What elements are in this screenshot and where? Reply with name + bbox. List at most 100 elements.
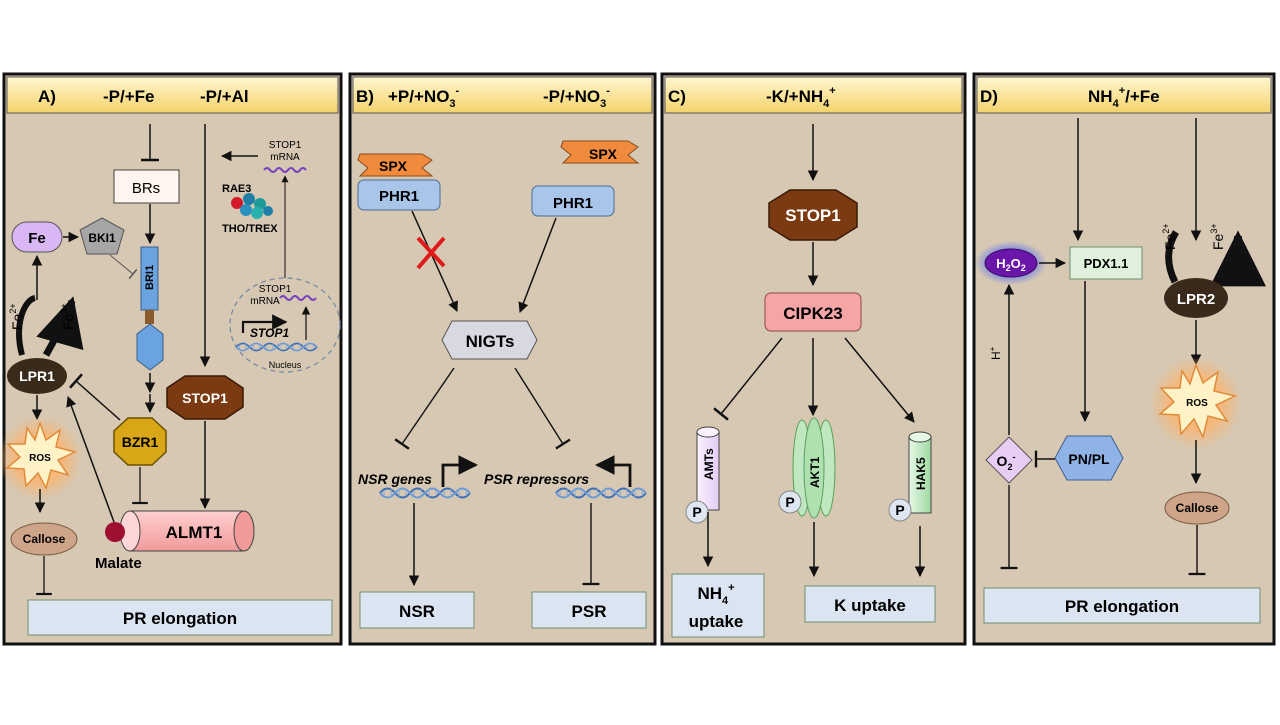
pnpl-hexagon — [1054, 435, 1124, 481]
ros-label: ROS — [1186, 398, 1208, 409]
transcription-arrow — [441, 455, 478, 487]
cipk23-box — [764, 292, 862, 332]
panel-b-header — [352, 76, 653, 114]
tho-trex-protein — [251, 207, 263, 219]
tho-trex-protein — [240, 204, 252, 216]
panel-a-header — [6, 76, 339, 114]
fe2-curve — [1165, 230, 1180, 284]
panel-d: D) NH4+/+Fe H2O2 PDX1.1 Fe2+ Fe3+ LPR2 R… — [972, 72, 1276, 646]
lpr1-label: LPR1 — [19, 368, 55, 384]
uptake-label: uptake — [689, 612, 744, 631]
h-plus-label: H+ — [988, 346, 1003, 360]
panel-d-letter: D) — [980, 87, 998, 106]
stop1-label: STOP1 — [182, 390, 228, 406]
stop1-label: STOP1 — [785, 206, 840, 225]
o2-label: O2- — [997, 452, 1016, 472]
fe2-text: Fe2+ — [1161, 223, 1178, 250]
nucleus-outline — [229, 277, 341, 373]
spx-left — [357, 153, 434, 177]
tho-trex-protein — [243, 193, 255, 205]
spx-right-label: SPX — [589, 146, 618, 162]
bri1-label: BRI1 — [144, 265, 156, 290]
inhibition-arrow — [514, 367, 571, 450]
k-uptake-label: K uptake — [834, 596, 906, 615]
pnpl-label: PN/PL — [1068, 451, 1110, 467]
callose-ellipse — [10, 522, 78, 556]
fe2-text: Fe2+ — [8, 303, 25, 330]
pdx-box — [1069, 246, 1143, 280]
bzr1-label: BZR1 — [122, 434, 159, 450]
ros-star — [5, 420, 78, 491]
amts-cylinder-top — [696, 426, 720, 438]
fe3-text: Fe3+ — [1209, 223, 1226, 250]
phr1-right — [531, 185, 615, 217]
rae3-protein — [231, 197, 243, 209]
phospho-label: P — [692, 504, 701, 520]
activation-arrow — [844, 337, 915, 423]
psr-label: PSR — [572, 602, 607, 621]
transcription-arrow — [595, 455, 632, 487]
lpr1-ellipse — [7, 358, 67, 394]
fe-label: Fe — [28, 230, 46, 247]
psr-repressors-label: PSR repressors — [484, 471, 589, 487]
nucleus-mrna-label-2: mRNA — [250, 296, 280, 307]
panel-c: C) -K/+NH4+ STOP1 CIPK23 AMTs P AKT1 P H… — [660, 72, 967, 646]
panel-b-letter: B) — [356, 87, 374, 106]
phospho-marker — [888, 498, 912, 522]
panel-c-condition: -K/+NH4+ — [766, 85, 836, 110]
psr-box — [531, 591, 647, 629]
o2-diamond — [985, 436, 1033, 484]
fe2-curve — [16, 295, 37, 356]
nsr-box — [359, 591, 475, 629]
mrna-strand — [263, 167, 307, 173]
pr-elongation-label: PR elongation — [123, 609, 237, 628]
transcription-arrow — [241, 314, 288, 333]
brs-box — [113, 169, 180, 204]
nsr-genes-label: NSR genes — [358, 471, 432, 487]
tho-trex-label: THO/TREX — [222, 223, 278, 235]
stop1-octagon — [768, 189, 858, 241]
panel-b-condition-2: -P/+NO3- — [543, 85, 610, 110]
almt1-cylinder-end — [233, 510, 255, 552]
nh4-uptake-box — [671, 573, 765, 638]
callose-label: Callose — [1176, 501, 1219, 515]
mrna-top-label-2: mRNA — [270, 152, 300, 163]
phospho-label: P — [785, 494, 794, 510]
block-cross — [416, 236, 446, 270]
phr1-right-label: PHR1 — [553, 195, 593, 212]
pdx-label: PDX1.1 — [1084, 256, 1129, 271]
phr1-left-label: PHR1 — [379, 188, 419, 205]
brs-label: BRs — [132, 180, 160, 197]
nucleus-mrna-label-1: STOP1 — [259, 284, 292, 295]
lpr2-ellipse — [1164, 278, 1228, 318]
fe3-text: Fe3+ — [59, 303, 76, 330]
nsr-label: NSR — [399, 602, 435, 621]
hak5-label: HAK5 — [914, 457, 928, 490]
inhibition-arrow — [713, 337, 783, 421]
phospho-label: P — [895, 502, 904, 518]
panel-d-frame — [972, 72, 1276, 646]
inhibition-arrow — [109, 254, 138, 280]
panel-a-condition-1: -P/+Fe — [103, 87, 155, 106]
malate-label: Malate — [95, 555, 142, 572]
callose-label: Callose — [23, 532, 66, 546]
panel-b: B) +P/+NO3- -P/+NO3- SPX PHR1 SPX PHR1 N… — [348, 72, 657, 646]
pr-elongation-label: PR elongation — [1065, 597, 1179, 616]
pr-elongation-box — [983, 587, 1261, 624]
blocked-arrow — [411, 210, 458, 312]
panel-c-letter: C) — [668, 87, 686, 106]
fe3-curve — [1209, 230, 1266, 287]
phospho-marker — [778, 490, 802, 514]
h2o2-label: H2O2 — [996, 256, 1026, 273]
panel-d-condition: NH4+/+Fe — [1088, 85, 1160, 110]
almt1-label: ALMT1 — [166, 523, 223, 542]
rae3-label: RAE3 — [222, 183, 251, 195]
panel-b-condition-1: +P/+NO3- — [388, 85, 460, 110]
fe-node — [11, 221, 63, 253]
ros-star — [1158, 362, 1238, 440]
panel-a-letter: A) — [38, 87, 56, 106]
fe3-curve — [36, 296, 84, 357]
bri1-membrane — [145, 310, 154, 324]
cipk23-label: CIPK23 — [783, 304, 843, 323]
nigts-hexagon — [441, 320, 538, 360]
